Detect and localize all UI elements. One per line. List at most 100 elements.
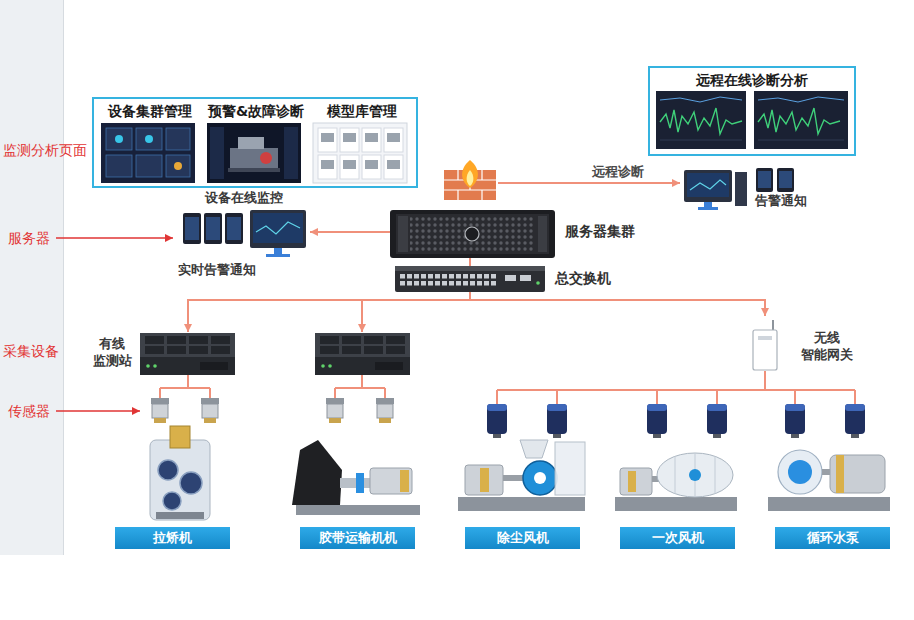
machine-name: 拉矫机 <box>153 530 192 547</box>
network-switch <box>520 275 531 281</box>
firewall-wire <box>498 183 556 184</box>
screenshot-models <box>387 133 400 142</box>
firewall-icon <box>457 170 458 180</box>
connector-line <box>470 292 765 316</box>
switch-node: 总交换机 <box>395 266 545 292</box>
belt-conveyor <box>356 473 364 493</box>
network-switch <box>400 274 498 288</box>
screenshot-diagnosis <box>238 137 264 149</box>
screenshot-models <box>343 160 356 169</box>
red-pointer <box>56 410 140 412</box>
wired-sensor <box>201 398 219 423</box>
screenshot-remote <box>660 97 742 102</box>
remote-client-icon <box>777 168 794 192</box>
screenshot-cluster <box>166 128 190 150</box>
wired-sensor <box>151 398 394 423</box>
panel-heading: 设备集群管理 <box>100 102 200 120</box>
screenshot-models <box>313 123 407 183</box>
machine-name: 除尘风机 <box>497 530 549 547</box>
server-rack <box>390 210 555 258</box>
firewall-icon <box>444 170 496 200</box>
wireless-gateway <box>753 330 777 370</box>
screenshot-diagnosis <box>260 152 272 164</box>
local-client-icon <box>250 210 306 248</box>
client-icon: 设备在线监控实时告警通知 <box>178 190 310 280</box>
machine-label-box: 除尘风机 <box>465 527 580 549</box>
dust-fan <box>534 472 546 484</box>
station-wire <box>361 300 363 332</box>
machine-label-box: 拉矫机 <box>115 527 230 549</box>
local-client-icon <box>227 217 241 240</box>
firewall-icon <box>467 170 474 186</box>
local-client-icon <box>204 213 222 244</box>
straightener-machine <box>156 512 204 519</box>
wired-sensor <box>376 398 394 423</box>
belt-conveyor <box>296 505 420 515</box>
screenshot-remote <box>660 140 742 141</box>
network-switch <box>395 266 545 271</box>
machine-name: 循环水泵 <box>807 530 859 547</box>
machine-name: 胶带运输机机 <box>319 530 397 547</box>
straightener-machine <box>158 460 178 480</box>
client-label: 设备在线监控 <box>178 190 310 207</box>
belt-conveyor <box>400 470 409 492</box>
connector-line <box>469 258 471 266</box>
circulating-pump <box>768 450 890 511</box>
screenshot-cluster <box>101 123 195 183</box>
circulating-pump <box>768 497 890 511</box>
screenshot-models <box>362 128 381 152</box>
screenshot-remote <box>758 97 844 102</box>
screenshot-diagnosis <box>207 123 301 183</box>
wireless-gateway <box>772 320 774 331</box>
screenshot-cluster <box>115 135 123 143</box>
red-pointer <box>56 237 173 239</box>
dust-fan <box>458 497 585 511</box>
wireless-sensor <box>487 404 865 438</box>
firewall-icon <box>481 190 482 200</box>
belt-conveyor <box>370 468 412 494</box>
connector-line <box>188 292 470 332</box>
screenshot-diagnosis <box>210 127 224 179</box>
firewall-icon <box>481 170 482 180</box>
device-label: 总交换机 <box>555 269 611 287</box>
left-band <box>63 0 64 555</box>
screenshot-cluster <box>145 135 153 143</box>
layer-label: 服务器 <box>8 229 50 247</box>
remote-client-icon <box>698 207 718 210</box>
local-client-icon <box>266 254 290 257</box>
layer-label: 监测分析页面 <box>3 141 87 159</box>
dust-fan <box>520 440 548 458</box>
screenshot-models <box>387 160 400 169</box>
connector-line <box>555 182 680 184</box>
screenshot-models <box>343 133 356 142</box>
server-node: 服务器集群 <box>390 162 555 258</box>
panel-box: 设备集群管理预警&故障诊断模型库管理 <box>92 97 418 188</box>
belt-conveyor <box>340 478 370 488</box>
remote-client-icon <box>704 202 712 207</box>
server-rack <box>465 227 479 241</box>
screenshot-models <box>384 155 403 179</box>
network-switch <box>395 266 545 292</box>
station-node: 有线 监测站 <box>140 332 236 376</box>
server-rack <box>398 216 408 252</box>
screenshot-remote <box>656 91 746 149</box>
client-icon: 告警通知 <box>680 164 822 214</box>
straightener-machine <box>150 426 210 520</box>
primary-fan <box>628 471 636 492</box>
circulating-pump <box>778 450 822 494</box>
screenshot-diagnosis <box>284 127 298 179</box>
remote-client-icon <box>687 173 729 197</box>
screenshot-remote <box>758 108 840 134</box>
primary-fan <box>675 456 676 494</box>
left-band <box>0 0 63 555</box>
panel-box: 远程在线诊断分析 <box>648 66 856 156</box>
server-rack <box>410 216 535 252</box>
firewall-icon <box>457 190 458 200</box>
machine-label-box: 循环水泵 <box>775 527 890 549</box>
primary-fan <box>657 453 733 497</box>
monitor-station <box>315 333 410 375</box>
straightener-machine <box>180 472 202 494</box>
local-client-icon <box>225 213 243 244</box>
server-rack <box>538 216 547 252</box>
wireless-gateway <box>753 320 777 370</box>
